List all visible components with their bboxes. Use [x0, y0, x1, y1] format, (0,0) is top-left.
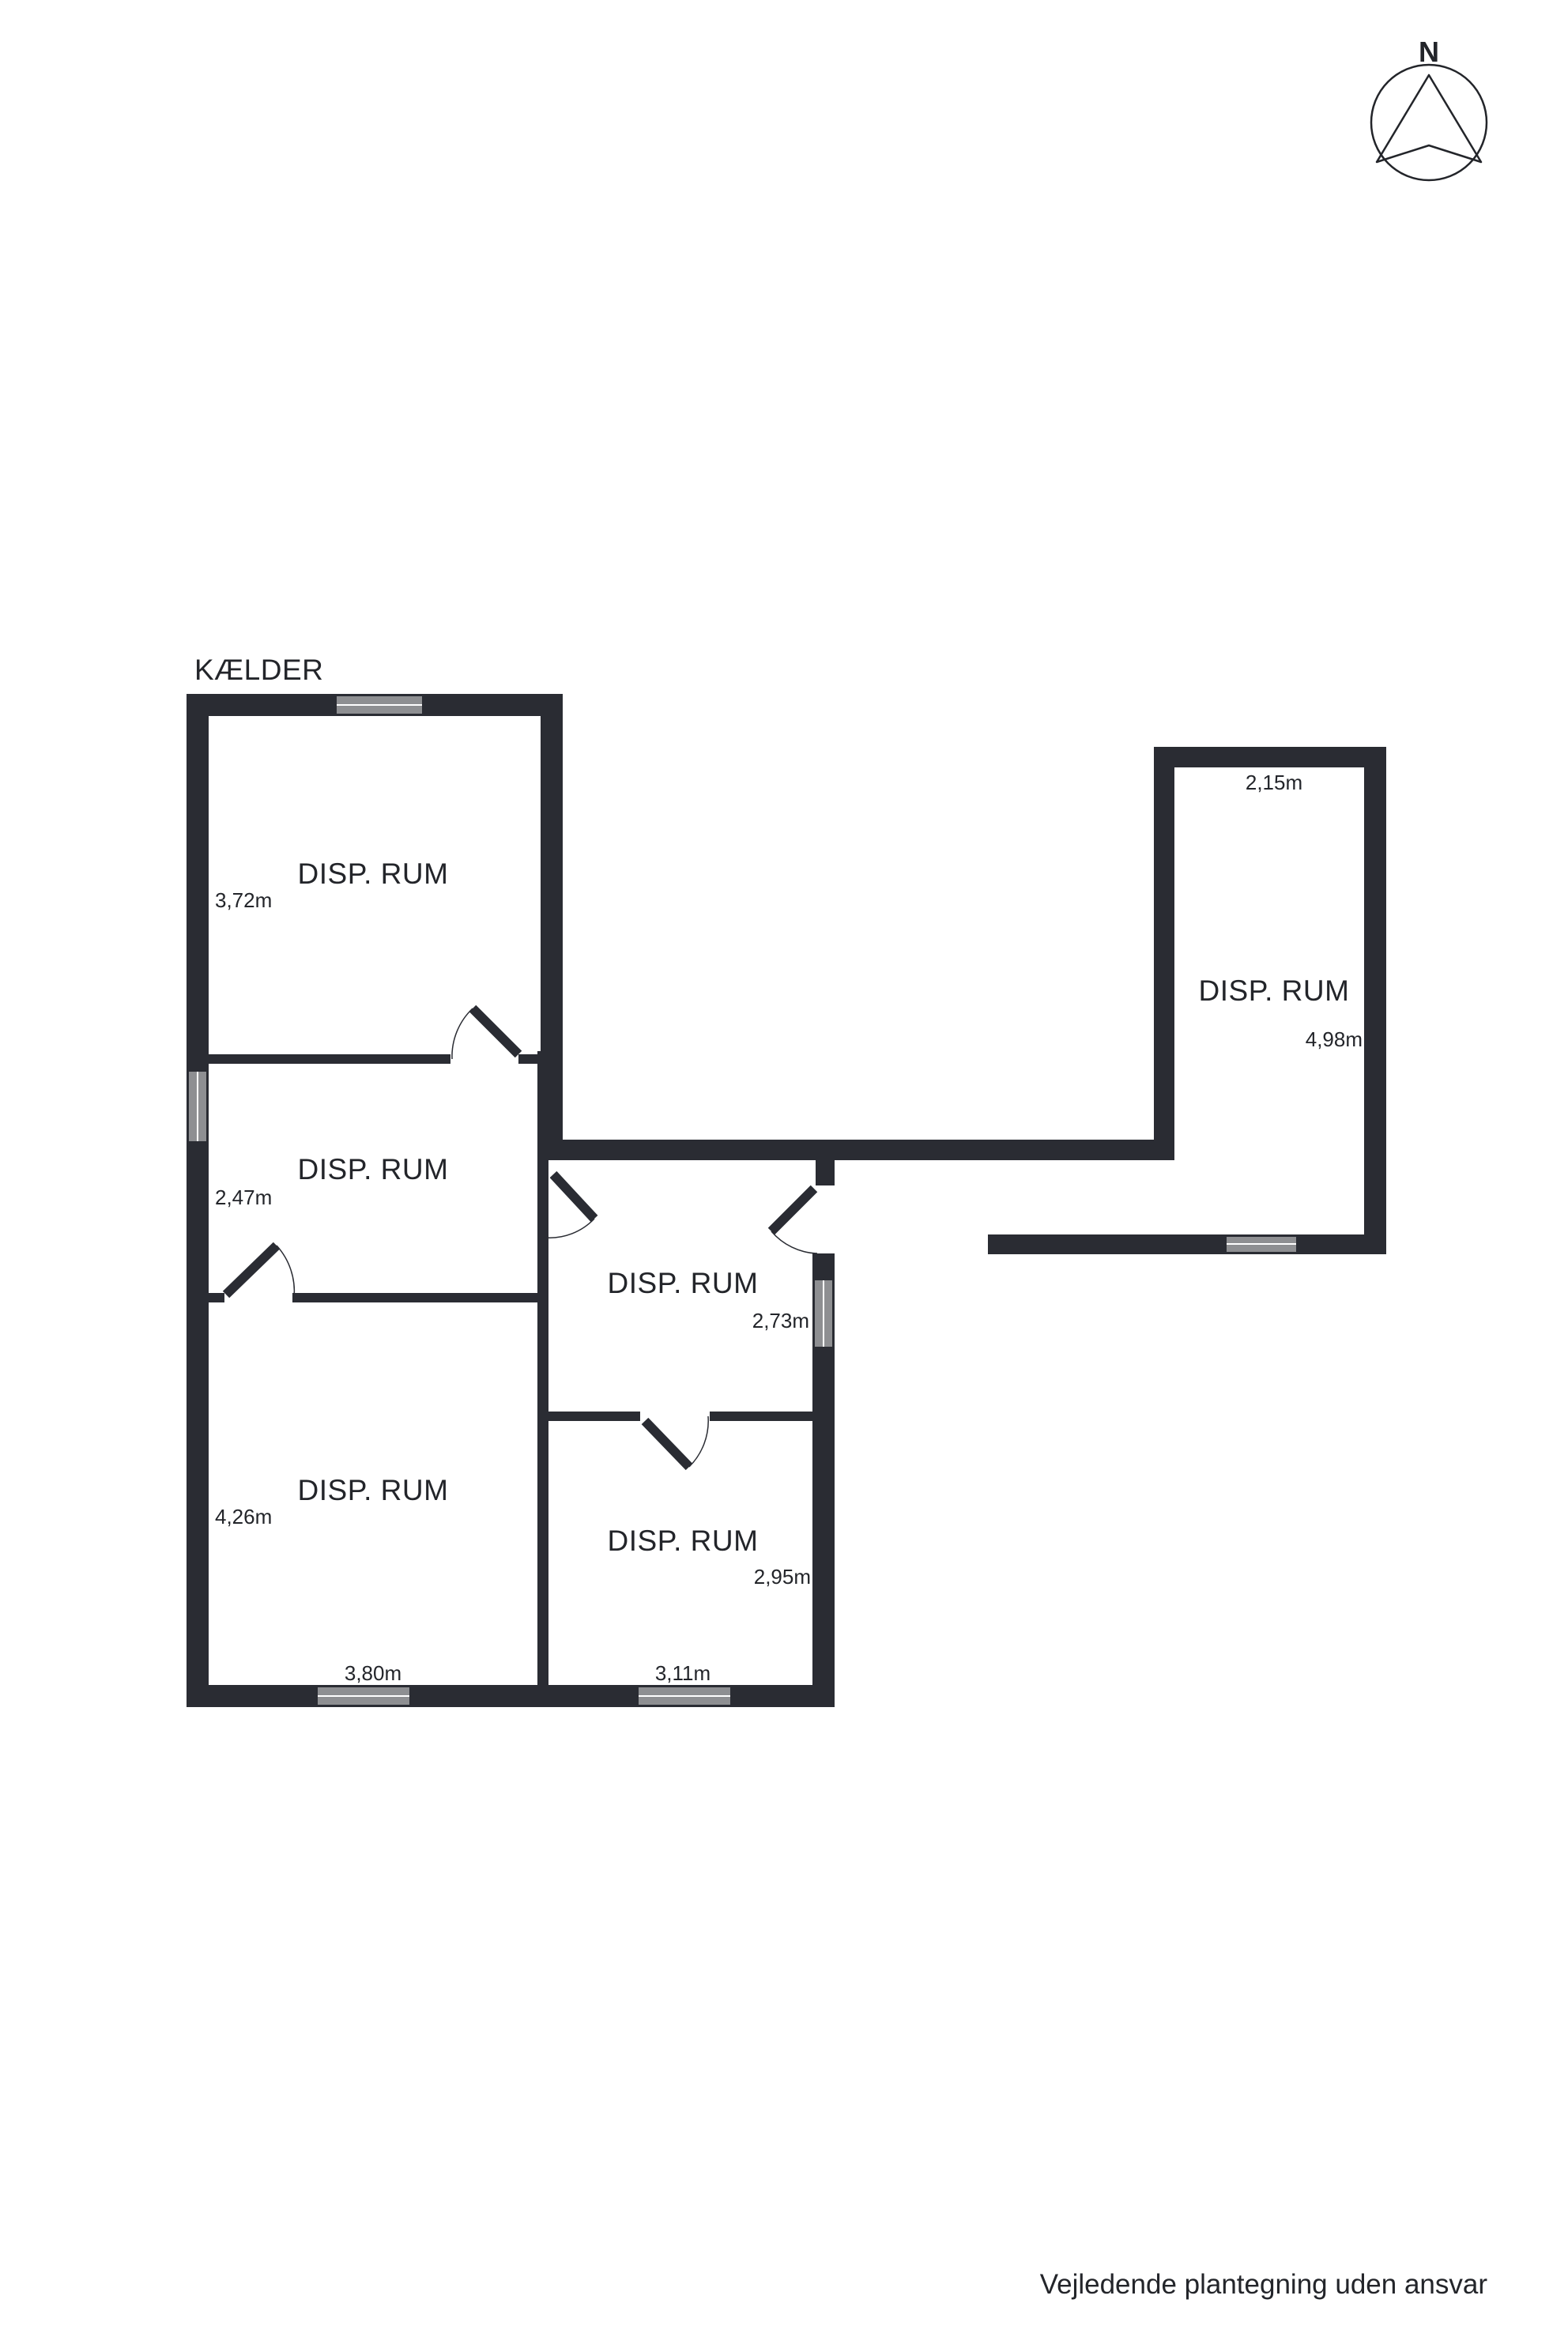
wall-annex-right: [1364, 747, 1386, 1254]
floor-label: KÆLDER: [194, 654, 323, 686]
door-upper: [451, 1004, 522, 1060]
room-dimension: 3,72m: [215, 888, 272, 912]
wall-annex-top: [1154, 747, 1386, 767]
disclaimer: Vejledende plantegning uden ansvar: [1040, 2269, 1488, 2300]
wall-annex-bottom: [988, 1234, 1386, 1254]
wall-h2-right: [292, 1293, 545, 1302]
compass-circle: [1370, 63, 1488, 182]
wall-stub: [816, 1140, 835, 1185]
compass-north-letter: N: [1419, 36, 1439, 68]
room-dimension: 4,98m: [1306, 1027, 1363, 1051]
wall-bottom: [187, 1685, 835, 1707]
door-room4-left: [545, 1170, 598, 1238]
compass: N: [1370, 36, 1488, 182]
compass-arrow-icon: [1375, 74, 1483, 164]
wall-inner-vertical: [537, 1138, 548, 1707]
room-width-dimension: 2,15m: [1246, 771, 1302, 794]
room-6: DISP. RUM 4,98m 2,15m: [1199, 771, 1363, 1051]
room-name: DISP. RUM: [608, 1525, 759, 1557]
room-width-dimension: 3,11m: [655, 1661, 710, 1685]
wall-h3-left: [542, 1412, 640, 1421]
room-name: DISP. RUM: [298, 1474, 449, 1506]
doors: [222, 1004, 818, 1471]
room-name: DISP. RUM: [1199, 974, 1350, 1007]
wall-outer-left: [187, 694, 209, 1707]
room-dimension: 4,26m: [215, 1505, 272, 1528]
room-2: DISP. RUM 2,47m: [215, 1153, 448, 1209]
window-annex-bottom: [1227, 1237, 1296, 1252]
wall-inner-vertical-top: [537, 1051, 548, 1170]
room-width-dimension: 3,80m: [345, 1661, 401, 1685]
room-1: DISP. RUM 3,72m: [215, 858, 448, 912]
wall-h3-right: [710, 1412, 820, 1421]
door-room5: [641, 1415, 709, 1471]
room-name: DISP. RUM: [608, 1267, 759, 1299]
wall-h1-right: [518, 1054, 550, 1064]
wall-h2-left: [198, 1293, 224, 1302]
room-5: DISP. RUM 2,95m 3,11m: [608, 1525, 811, 1685]
door-room2: [222, 1242, 296, 1298]
wall-annex-left: [1154, 747, 1174, 1160]
room-4: DISP. RUM 2,73m: [608, 1267, 809, 1332]
door-room4-right: [767, 1185, 818, 1254]
window-bottom-right: [639, 1687, 730, 1705]
room-dimension: 2,73m: [752, 1309, 809, 1332]
room-name: DISP. RUM: [298, 1153, 449, 1185]
room-name: DISP. RUM: [298, 858, 449, 890]
window-top-left: [337, 696, 422, 714]
room-3: DISP. RUM 4,26m 3,80m: [215, 1474, 448, 1685]
window-bottom-left: [318, 1687, 409, 1705]
walls: [187, 694, 1386, 1707]
room-dimension: 2,47m: [215, 1185, 272, 1209]
windows: [189, 696, 1296, 1705]
room-dimension: 2,95m: [754, 1565, 811, 1589]
wall-h1-left: [198, 1054, 450, 1064]
window-left-wall: [189, 1072, 206, 1141]
window-mid-right: [815, 1280, 832, 1347]
wall-corridor-top: [541, 1140, 1173, 1160]
